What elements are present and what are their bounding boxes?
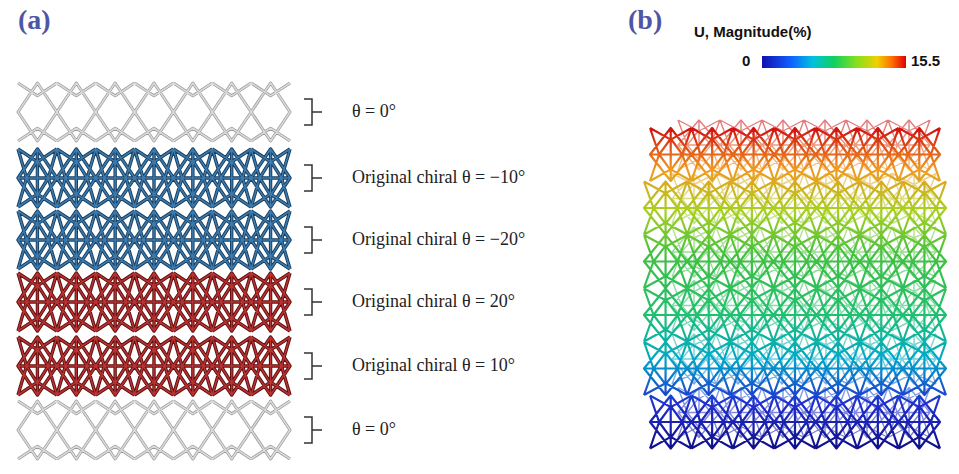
lattice-strut — [18, 83, 290, 141]
bracket-line — [304, 417, 322, 443]
bracket-line — [304, 227, 322, 253]
lattice-strut — [644, 235, 946, 288]
lattice-strut — [644, 182, 946, 235]
lattice-strut — [18, 149, 290, 207]
lattice-strut — [18, 211, 290, 269]
panel-label: (a) — [18, 4, 51, 36]
bracket-line — [304, 353, 322, 379]
bracket-line — [304, 165, 322, 191]
lattice-strut-shadow — [18, 83, 290, 141]
lattice-strut — [644, 342, 946, 395]
colorbar-max: 15.5 — [911, 52, 940, 69]
lattice-strut — [18, 401, 290, 459]
layer-angle-label: Original chiral θ = 20° — [352, 291, 515, 312]
layered-lattice — [18, 83, 290, 459]
lattice-strut-shadow — [18, 149, 290, 207]
bracket-line — [304, 289, 322, 315]
panel-label: (b) — [628, 4, 662, 36]
lattice-strut-shadow — [18, 401, 290, 459]
colorbar-title: U, Magnitude(%) — [694, 23, 812, 40]
lattice-strut — [650, 396, 940, 449]
lattice-strut — [18, 273, 290, 331]
bracket — [304, 99, 322, 443]
displacement-lattice — [644, 120, 946, 449]
lattice-strut — [18, 337, 290, 395]
colorbar-min: 0 — [742, 52, 750, 69]
layer-angle-label: θ = 0° — [352, 101, 396, 122]
lattice-strut-shadow — [18, 337, 290, 395]
color-bar — [762, 56, 906, 68]
layer-angle-label: Original chiral θ = −10° — [352, 167, 525, 188]
layer-angle-label: θ = 0° — [352, 419, 396, 440]
layer-angle-label: Original chiral θ = 10° — [352, 355, 515, 376]
lattice-strut — [644, 289, 946, 342]
bracket-line — [304, 99, 322, 125]
lattice-strut-shadow — [18, 211, 290, 269]
lattice-strut-shadow — [18, 273, 290, 331]
layer-angle-label: Original chiral θ = −20° — [352, 229, 525, 250]
